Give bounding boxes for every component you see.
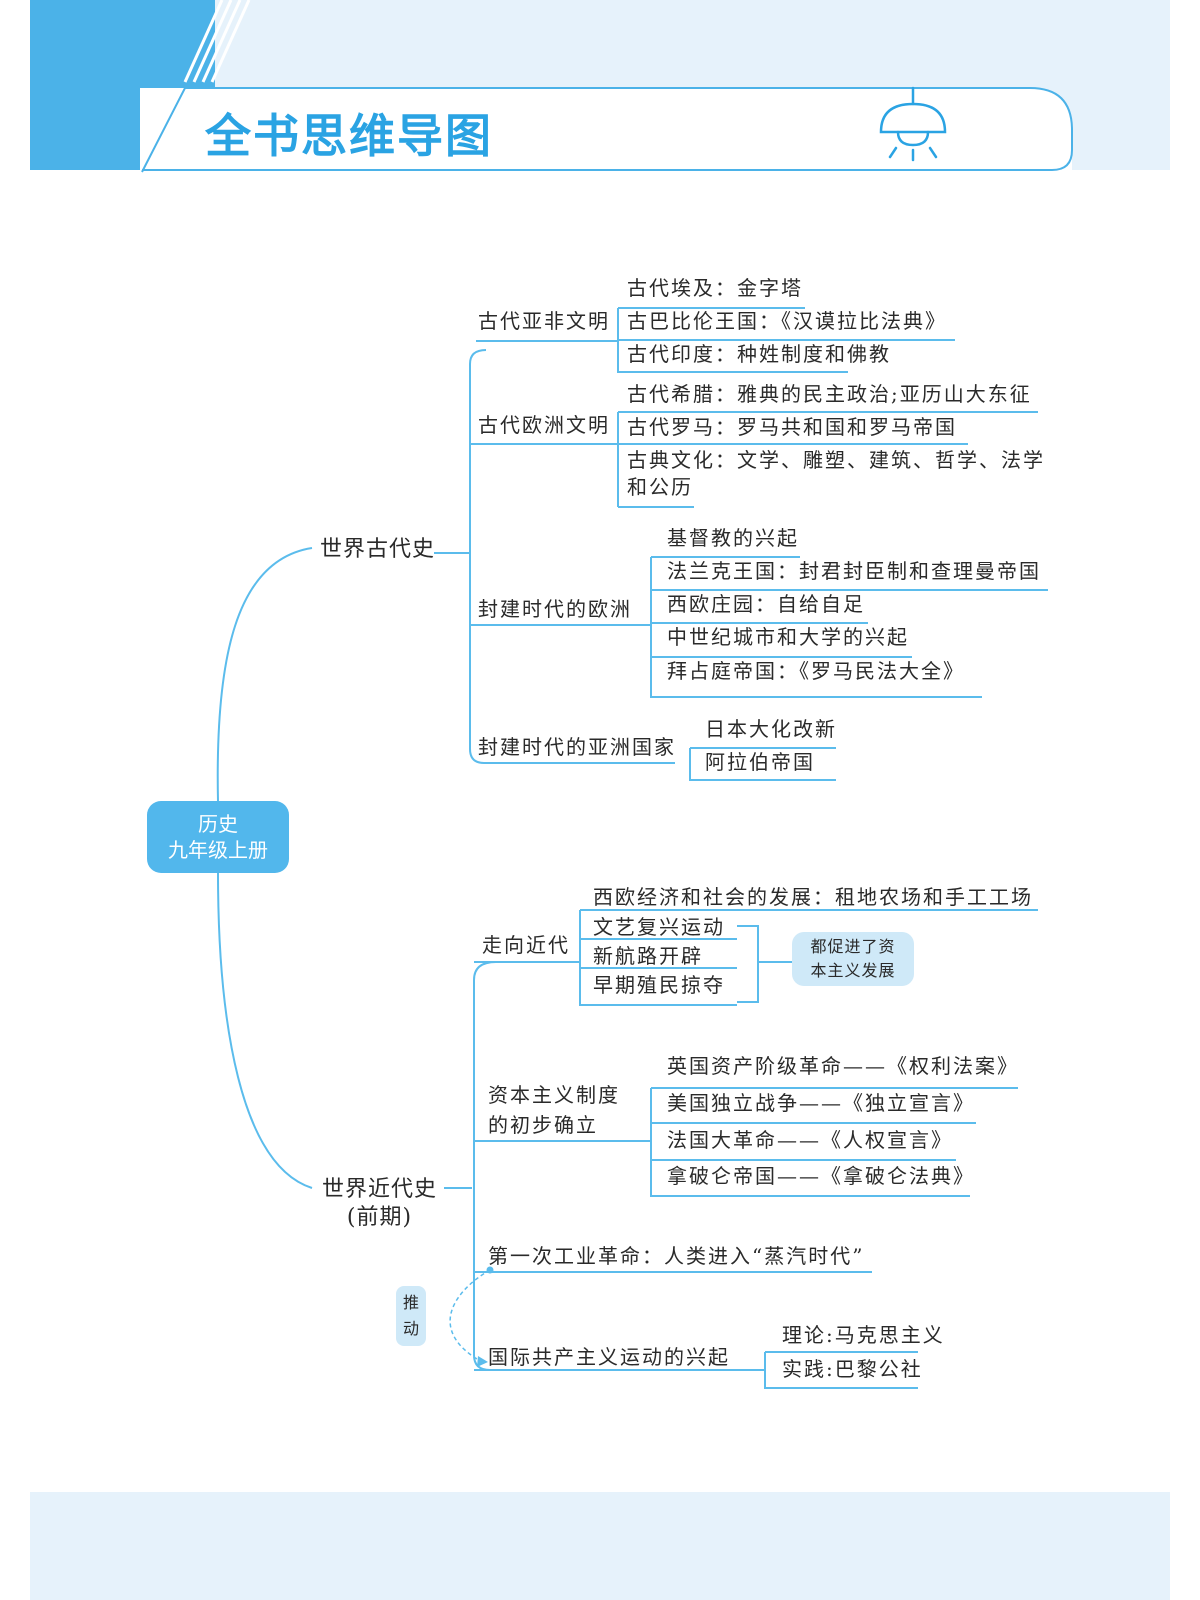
node-capitalism-line-2: 的初步确立 (488, 1113, 598, 1137)
branch-modern-line-2: (前期) (346, 1205, 413, 1230)
leaf-marxism: 理论:马克思主义 (782, 1323, 945, 1347)
push-line-2: 动 (402, 1319, 419, 1338)
node-asia-africa: 古代亚非文明 (478, 309, 610, 333)
footer-band (30, 1492, 1170, 1600)
leaf-rome: 古代罗马：罗马共和国和罗马帝国 (627, 415, 957, 439)
leaf-paris-commune: 实践:巴黎公社 (782, 1357, 923, 1381)
header-decoration (141, 0, 1073, 173)
node-industrial-revolution: 第一次工业革命：人类进入“蒸汽时代” (488, 1244, 865, 1268)
node-capitalism-line-1: 资本主义制度 (488, 1083, 620, 1107)
leaf-economy: 西欧经济和社会的发展：租地农场和手工工场 (593, 885, 1033, 909)
leaf-medieval-city: 中世纪城市和大学的兴起 (667, 625, 909, 649)
leaf-classical-culture: 古典文化：文学、雕塑、建筑、哲学、法学 (627, 448, 1045, 472)
branch-modern-line-1: 世界近代史 (322, 1177, 438, 1202)
page-title: 全书思维导图 (205, 109, 493, 163)
leaf-babylon: 古巴比伦王国：《汉谟拉比法典》 (627, 309, 947, 333)
branch-modern-history: 世界近代史 (前期) (322, 1176, 437, 1232)
leaf-byzantine: 拜占庭帝国：《罗马民法大全》 (667, 659, 965, 683)
node-feudal-europe: 封建时代的欧洲 (478, 597, 632, 621)
branch-ancient-history: 世界古代史 (320, 537, 436, 562)
node-feudal-asia: 封建时代的亚洲国家 (478, 735, 676, 759)
push-label: 推 动 (396, 1286, 426, 1346)
leaf-renaissance: 文艺复兴运动 (593, 915, 725, 939)
note-line-2: 本主义发展 (810, 961, 896, 980)
leaf-napoleon: 拿破仑帝国——《拿破仑法典》 (667, 1164, 975, 1188)
leaf-english-revolution: 英国资产阶级革命——《权利法案》 (667, 1054, 1019, 1078)
root-line-2: 九年级上册 (168, 838, 268, 862)
header-tab (140, 88, 1072, 172)
node-capitalism: 资本主义制度 的初步确立 (488, 1080, 620, 1140)
root-line-1: 历史 (198, 812, 238, 836)
leaf-frankish: 法兰克王国：封君封臣制和查理曼帝国 (667, 559, 1041, 583)
push-line-1: 推 (402, 1293, 419, 1312)
leaf-arab-empire: 阿拉伯帝国 (705, 750, 815, 774)
leaf-christianity: 基督教的兴起 (667, 526, 799, 550)
leaf-manor: 西欧庄园：自给自足 (667, 592, 865, 616)
leaf-greece: 古代希腊：雅典的民主政治;亚历山大东征 (627, 382, 1032, 406)
leaf-egypt: 古代埃及：金字塔 (627, 276, 803, 300)
note-capitalism: 都促进了资 本主义发展 (792, 932, 914, 986)
root-node: 历史 九年级上册 (147, 801, 289, 873)
node-communist-movement: 国际共产主义运动的兴起 (488, 1345, 730, 1369)
leaf-colonial: 早期殖民掠夺 (593, 973, 725, 997)
node-europe: 古代欧洲文明 (478, 413, 610, 437)
leaf-india: 古代印度：种姓制度和佛教 (627, 342, 891, 366)
leaf-new-routes: 新航路开辟 (593, 944, 703, 968)
note-line-1: 都促进了资 (810, 937, 896, 956)
leaf-taika: 日本大化改新 (705, 717, 837, 741)
leaf-american-independence: 美国独立战争——《独立宣言》 (667, 1091, 975, 1115)
lamp-icon (879, 86, 947, 162)
node-toward-modern: 走向近代 (482, 933, 570, 957)
leaf-classical-culture-cont: 和公历 (627, 475, 693, 499)
leaf-french-revolution: 法国大革命——《人权宣言》 (667, 1128, 953, 1152)
